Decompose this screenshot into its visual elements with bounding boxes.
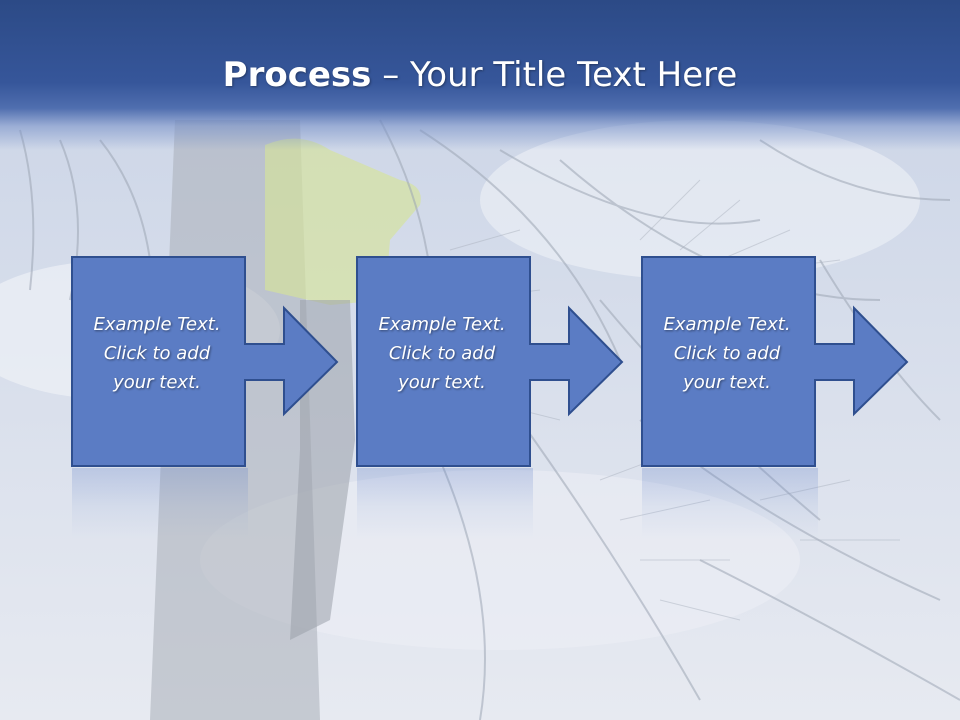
arrow-right-icon <box>71 256 339 467</box>
process-step-1[interactable]: Example Text. Click to add your text. <box>71 256 339 468</box>
step-text-line: your text. <box>398 372 486 393</box>
step-reflection <box>642 468 818 538</box>
step-text-line: Click to add <box>388 343 496 364</box>
process-step-3[interactable]: Example Text. Click to add your text. <box>641 256 909 468</box>
process-step-2[interactable]: Example Text. Click to add your text. <box>356 256 624 468</box>
title-bar <box>0 0 960 150</box>
step-text-line: Example Text. <box>663 314 791 335</box>
step-text-line: your text. <box>683 372 771 393</box>
step-text-line: Example Text. <box>378 314 506 335</box>
title-rest: Your Title Text Here <box>410 55 738 95</box>
step-reflection <box>72 468 248 538</box>
arrow-right-icon <box>356 256 624 467</box>
step-text[interactable]: Example Text. Click to add your text. <box>356 310 528 397</box>
step-text-line: your text. <box>113 372 201 393</box>
title-bold: Process <box>222 55 372 95</box>
step-text[interactable]: Example Text. Click to add your text. <box>71 310 243 397</box>
slide-title[interactable]: Process – Your Title Text Here <box>0 52 960 98</box>
step-text-line: Click to add <box>103 343 211 364</box>
step-text[interactable]: Example Text. Click to add your text. <box>641 310 813 397</box>
arrow-right-icon <box>641 256 909 467</box>
step-reflection <box>357 468 533 538</box>
step-text-line: Example Text. <box>93 314 221 335</box>
step-text-line: Click to add <box>673 343 781 364</box>
title-separator: – <box>371 55 411 95</box>
